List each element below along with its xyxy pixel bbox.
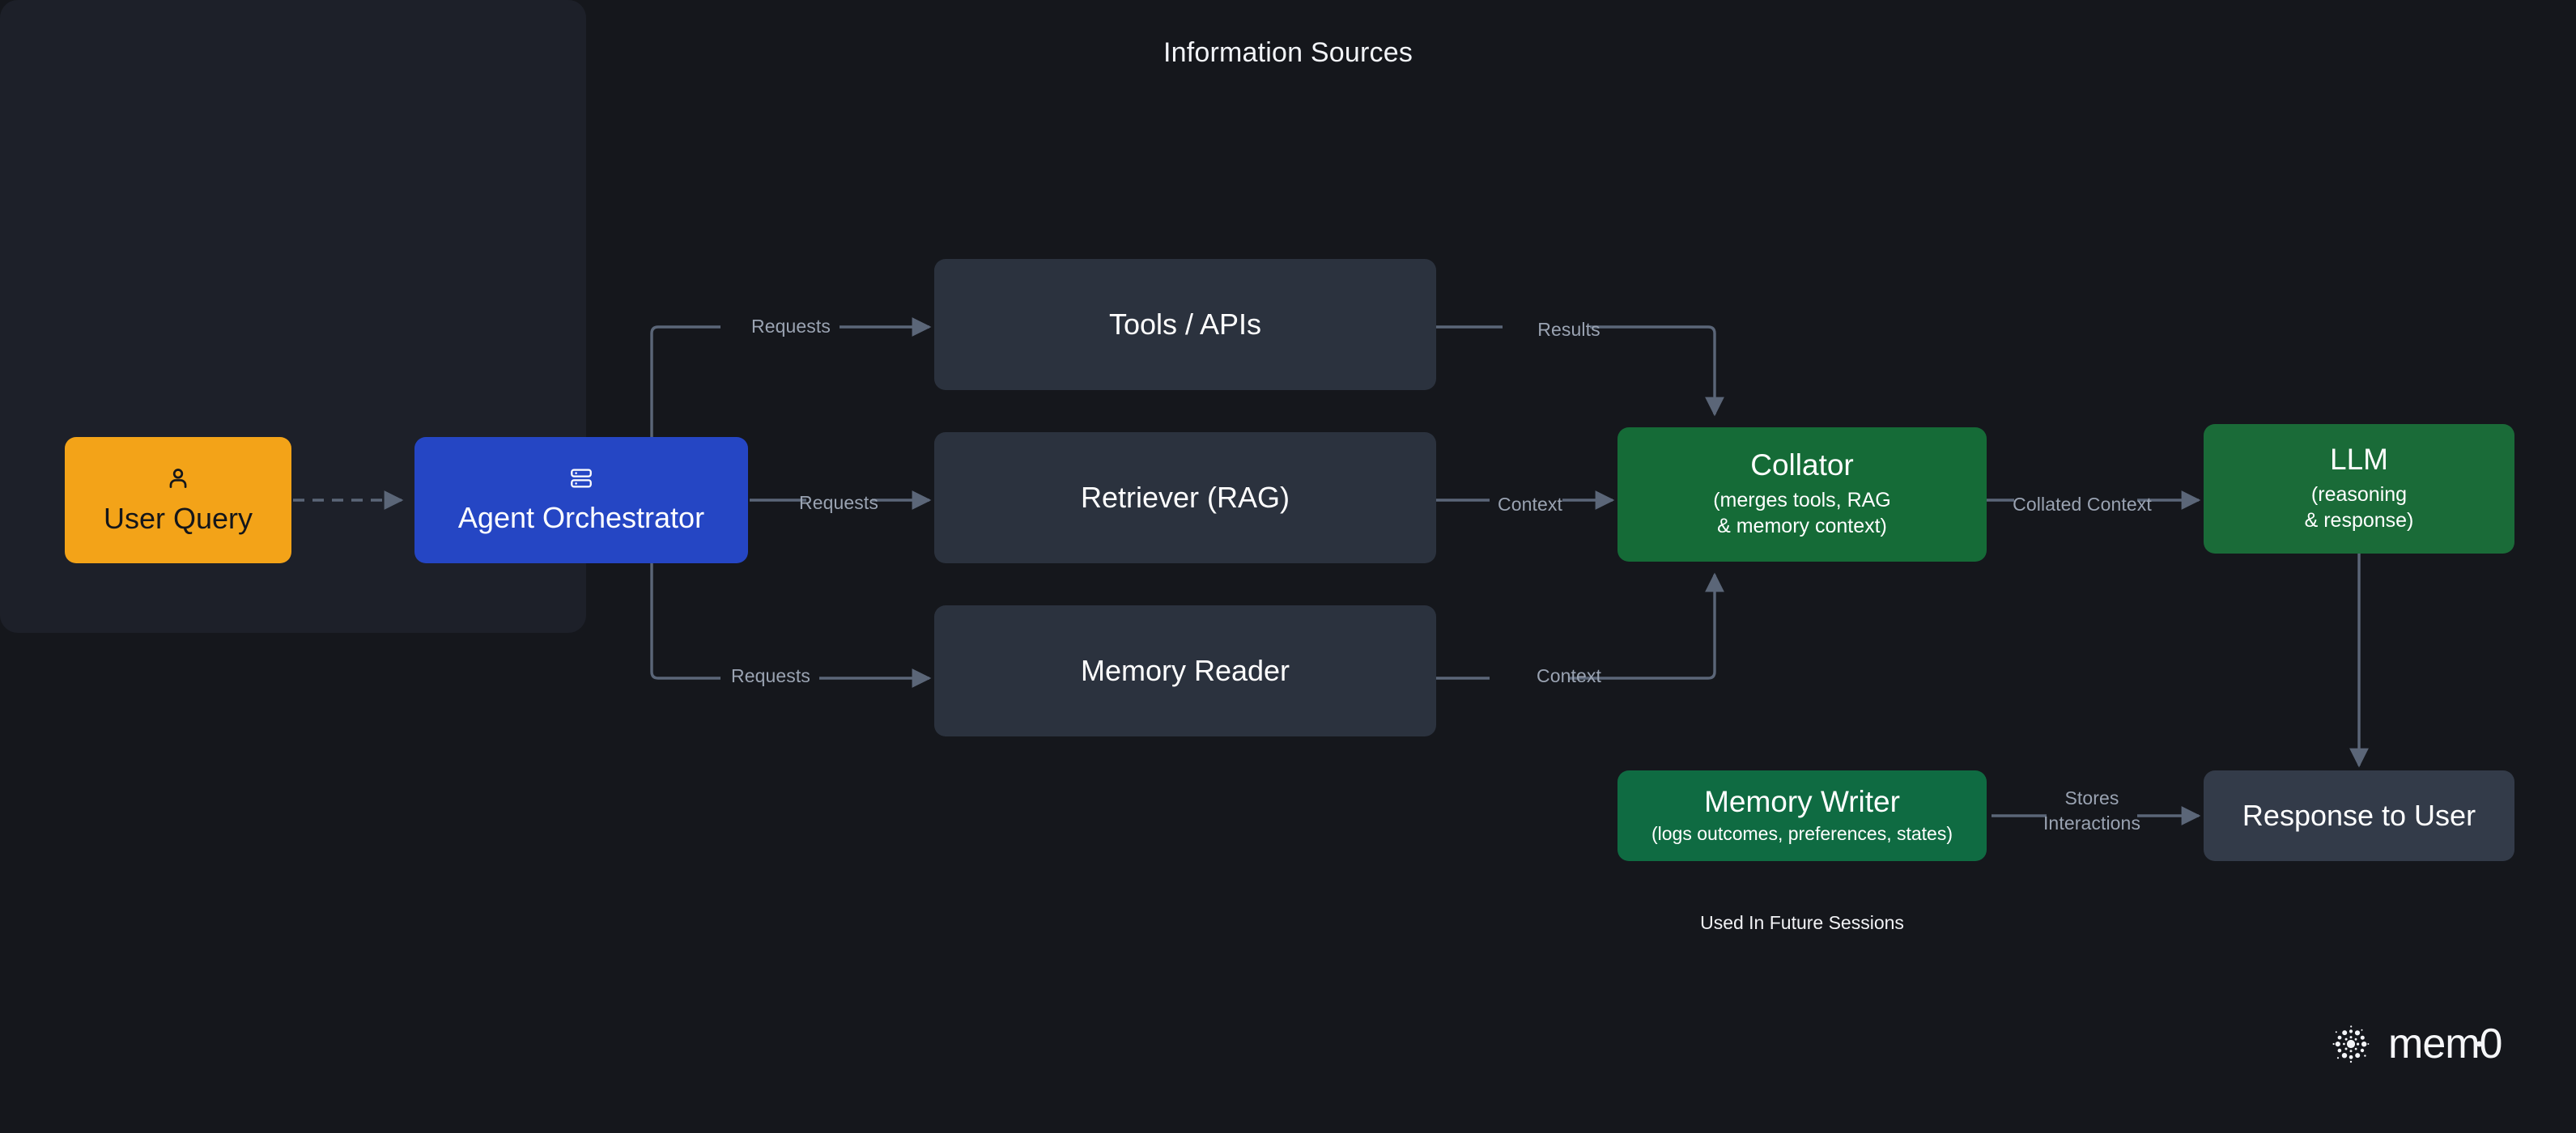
edge-memory-reader-to-collator [1436, 575, 1715, 680]
edge-label-collated-context: Collated Context [2013, 494, 2152, 516]
edge-label-requests-memory-reader: Requests [731, 665, 810, 687]
mem0-zero-dot [2476, 1041, 2483, 1047]
edge-label-stores-line1: Stores [2064, 787, 2119, 808]
edge-label-requests-tools: Requests [751, 316, 831, 337]
node-memory-reader[interactable]: Memory Reader [934, 605, 1436, 736]
person-icon [164, 465, 192, 492]
server-icon [568, 465, 594, 491]
node-retriever-rag-label: Retriever (RAG) [1080, 481, 1290, 514]
node-memory-writer[interactable]: Memory Writer (logs outcomes, preference… [1617, 770, 1987, 861]
node-user-query[interactable]: User Query [65, 437, 291, 563]
node-collator-subtitle-line1: (merges tools, RAG [1713, 489, 1891, 512]
node-llm[interactable]: LLM (reasoning & response) [2204, 424, 2514, 554]
node-response-to-user[interactable]: Response to User [2204, 770, 2514, 861]
brand-mem0-wordmark: mem0 [2388, 1021, 2502, 1067]
group-information-sources-title: Information Sources [1163, 37, 1413, 68]
edge-label-context-memory-reader: Context [1537, 665, 1601, 687]
edge-tools-to-collator [1436, 325, 1715, 414]
node-user-query-label: User Query [103, 502, 253, 535]
node-llm-subtitle-line2: & response) [2304, 509, 2414, 533]
caption-used-in-future-sessions: Used In Future Sessions [1700, 912, 1904, 933]
edge-label-stores-line2: Interactions [2043, 813, 2141, 834]
node-collator-title: Collator [1750, 448, 1854, 482]
node-tools-apis-label: Tools / APIs [1108, 308, 1262, 341]
node-retriever-rag[interactable]: Retriever (RAG) [934, 432, 1436, 563]
node-tools-apis[interactable]: Tools / APIs [934, 259, 1436, 390]
edge-label-results: Results [1537, 319, 1600, 341]
node-agent-orchestrator[interactable]: Agent Orchestrator [414, 437, 748, 563]
node-memory-writer-subtitle: (logs outcomes, preferences, states) [1651, 822, 1953, 844]
node-memory-reader-label: Memory Reader [1080, 654, 1290, 687]
edge-agent-riser-up [650, 325, 721, 437]
edge-label-requests-retriever: Requests [799, 492, 878, 514]
node-collator[interactable]: Collator (merges tools, RAG & memory con… [1617, 427, 1987, 562]
mem0-particle-logo-icon [2328, 1021, 2374, 1067]
edge-label-stores-interactions: Stores Interactions [2043, 786, 2140, 836]
brand-mem0: mem0 [2328, 1021, 2502, 1067]
node-collator-subtitle-line2: & memory context) [1717, 515, 1887, 538]
node-llm-title: LLM [2330, 442, 2388, 476]
node-memory-writer-title: Memory Writer [1704, 784, 1900, 818]
node-response-to-user-label: Response to User [2242, 799, 2476, 832]
node-agent-orchestrator-label: Agent Orchestrator [457, 501, 705, 534]
node-llm-subtitle-line1: (reasoning [2310, 483, 2408, 507]
edge-agent-riser [650, 563, 721, 680]
edge-label-context-retriever: Context [1498, 494, 1562, 516]
